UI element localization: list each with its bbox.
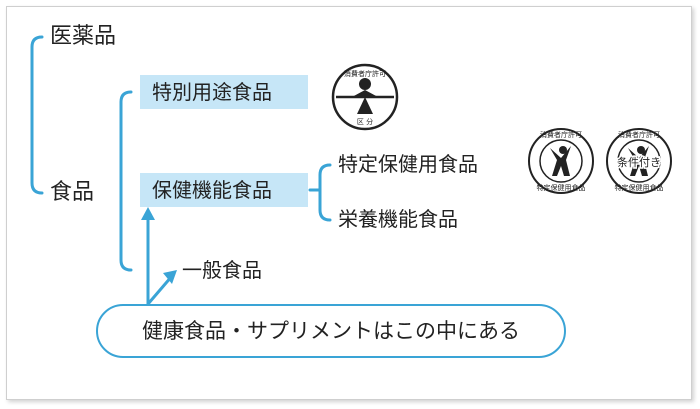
label-ippan: 一般食品 [182,258,262,282]
box-tokubetsu-yoto: 特別用途食品 [140,75,308,109]
bracket-food [119,90,133,272]
special-use-mark-icon: 消費者庁許可 区 分 [330,62,400,132]
box-hoken-kino: 保健機能食品 [140,173,308,207]
tokuho-mark-icon: 消費者庁許可 特定保健用食品 [526,126,596,196]
tokuho-mark-bottom: 特定保健用食品 [537,183,586,192]
special-use-mark-top: 消費者庁許可 [344,69,386,78]
tokuho-conditional-mark-top: 消費者庁許可 [618,130,660,139]
tokuho-mark-top: 消費者庁許可 [540,130,582,139]
label-shokuhin: 食品 [50,180,95,205]
tokuho-conditional-mark-bottom: 特定保健用食品 [615,183,664,192]
arrow-to-ippan [146,274,174,306]
label-iyakuhin: 医薬品 [50,24,117,49]
tokuho-conditional-mark-middle: 条件付き [617,155,661,169]
arrowhead-ippan [163,270,177,284]
arrowhead-hoken [141,207,155,220]
bracket-hoken [318,163,332,222]
note-pill: 健康食品・サプリメントはこの中にある [96,304,566,358]
label-tokutei-hoken: 特定保健用食品 [338,152,478,176]
label-eiyo-kino: 栄養機能食品 [338,207,458,231]
special-use-mark-bottom: 区 分 [357,117,373,126]
tokuho-conditional-mark-icon: 消費者庁許可 条件付き 特定保健用食品 [604,126,674,196]
bracket-top-level [30,35,44,195]
